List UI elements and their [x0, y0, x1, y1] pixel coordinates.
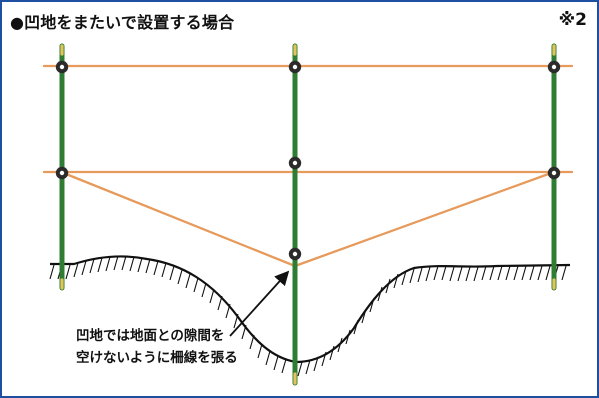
ground-hatching-right — [297, 265, 567, 377]
ground-hatching-left — [49, 255, 287, 374]
insulators — [55, 60, 561, 261]
diagram-title: ●凹地をまたいで設置する場合 — [10, 13, 235, 32]
insulator-icon — [288, 247, 302, 261]
callout-line-2: 空けないように柵線を張る — [76, 350, 238, 366]
insulator-icon — [55, 166, 69, 180]
insulator-icon — [288, 60, 302, 74]
dip-wire — [59, 170, 556, 268]
insulator-icon — [547, 166, 561, 180]
callout-line-1: 凹地では地面との隙間を — [76, 328, 225, 344]
fence-wires — [42, 64, 574, 268]
insulator-icon — [288, 156, 302, 170]
insulator-icon — [547, 60, 561, 74]
callout-note: 凹地では地面との隙間を 空けないように柵線を張る — [76, 325, 238, 369]
insulator-icon — [55, 60, 69, 74]
callout-arrow-icon — [229, 270, 290, 337]
note-marker: ※2 — [558, 10, 587, 30]
